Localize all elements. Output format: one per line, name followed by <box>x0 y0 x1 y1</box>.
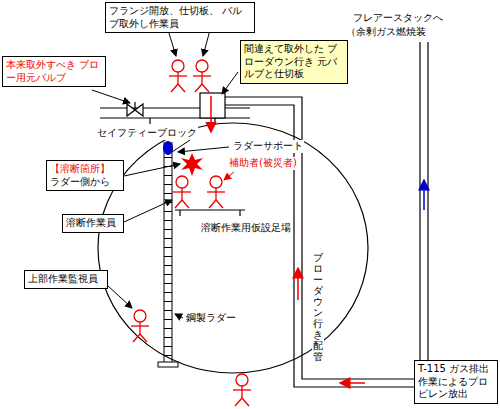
part-label: 補助者(被災者) <box>228 157 298 170</box>
label-box: 溶断作業員 <box>62 214 124 233</box>
part-label: 溶断作業用仮設足場 <box>200 222 292 235</box>
label-box: 間違えて取外した ブローダウン行き 元バルブと仕切板 <box>240 40 348 84</box>
box-text: フランジ開放、仕切板、 バルブ取外し作業員 <box>109 5 251 30</box>
label-box: フランジ開放、仕切板、 バルブ取外し作業員 <box>105 2 255 33</box>
part-label: セイフティーブロック <box>96 127 198 140</box>
flare-pipe <box>420 42 428 360</box>
blowdown-valve-box <box>200 93 225 118</box>
ladder-support <box>172 140 190 152</box>
box-text: 間違えて取外した ブローダウン行き 元バルブと仕切板 <box>244 43 344 81</box>
box-text: 上部作業監視員 <box>28 273 104 286</box>
top-flange <box>100 93 250 124</box>
leader-arrow <box>224 172 234 180</box>
part-label: ラダーサポート <box>232 140 304 153</box>
steel-ladder <box>158 140 190 367</box>
flow-arrow <box>423 180 425 210</box>
vessel-shell <box>98 123 368 373</box>
label-box: T-115 ガス排出 作業によるプロ ピレン放出 <box>414 360 498 404</box>
label-box: 本来取外すべき ブロー用元バルブ <box>2 56 106 87</box>
part-label: 鋼製ラダー <box>185 312 237 325</box>
label-box: 上部作業監視員 <box>24 270 108 289</box>
box-text: 本来取外すべき ブロー用元バルブ <box>6 59 102 84</box>
blowdown-pipe <box>225 97 415 387</box>
box-text: ラダー側から <box>50 176 120 189</box>
part-label: （余剰ガス燃焼装 <box>345 26 427 39</box>
box-text: 【溶断箇所】 <box>50 163 120 176</box>
flow-arrow <box>297 268 299 300</box>
box-text: T-115 ガス排出 作業によるプロ ピレン放出 <box>418 363 494 401</box>
vertical-label: ブローダウン行き配管 <box>312 252 324 362</box>
cut-point-star <box>181 153 203 176</box>
label-box: 【溶断箇所】ラダー側から <box>46 160 124 191</box>
box-text: 溶断作業員 <box>66 217 120 230</box>
scaffold <box>175 210 245 216</box>
part-label: フレアースタックへ <box>352 12 444 25</box>
safety-block <box>163 141 173 155</box>
flow-arrow <box>340 382 365 384</box>
flow-arrow <box>210 96 212 132</box>
